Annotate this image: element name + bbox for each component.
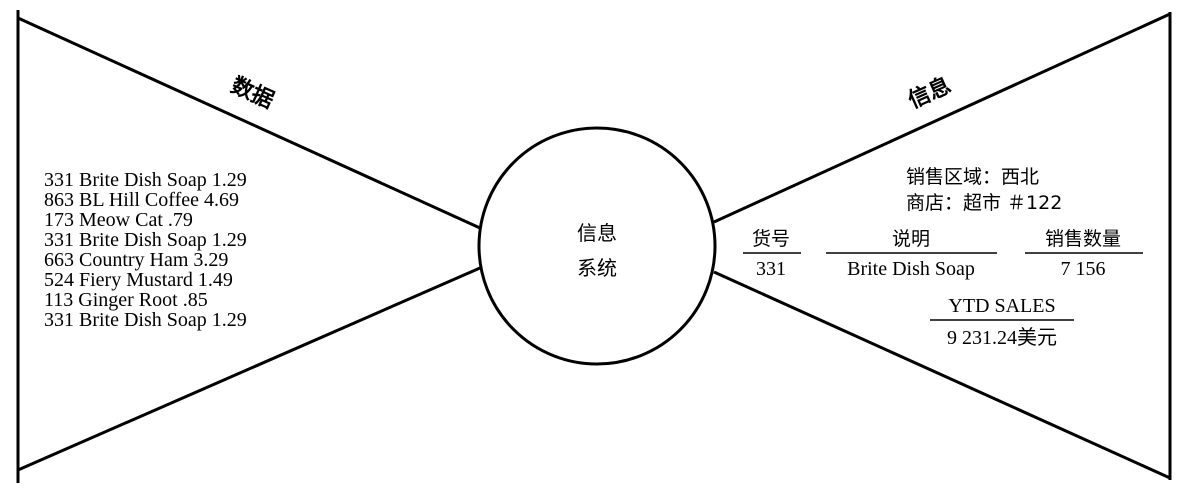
sales-region: 销售区域：西北 (906, 166, 1039, 188)
data-record: 863 BL Hill Coffee 4.69 (44, 189, 239, 211)
data-label: 数据 (227, 72, 278, 114)
ytd-sales-value: 9 231.24美元 (947, 326, 1057, 349)
description-value: Brite Dish Soap (847, 258, 975, 280)
description-header: 说明 (892, 228, 930, 250)
item-no-header: 货号 (752, 228, 790, 250)
units-sold-header: 销售数量 (1045, 228, 1121, 250)
data-record: 331 Brite Dish Soap 1.29 (44, 309, 247, 331)
center-label-line1: 信息 (577, 221, 617, 245)
information-label: 信息 (904, 72, 955, 114)
data-record: 663 Country Ham 3.29 (44, 249, 228, 271)
right-wing-lower-edge (713, 270, 1171, 480)
ytd-sales-header: YTD SALES (948, 295, 1055, 317)
data-record: 113 Ginger Root .85 (44, 289, 208, 311)
information-report: 销售区域：西北 商店：超市 ＃122 货号 331 说明 Brite Dish … (743, 166, 1143, 349)
item-no-value: 331 (756, 258, 786, 280)
data-record: 524 Fiery Mustard 1.49 (44, 269, 233, 291)
data-records: 331 Brite Dish Soap 1.29 863 BL Hill Cof… (44, 169, 247, 331)
store-name: 商店：超市 ＃122 (906, 192, 1062, 214)
data-record: 173 Meow Cat .79 (44, 209, 193, 231)
data-record: 331 Brite Dish Soap 1.29 (44, 229, 247, 251)
information-system-circle (477, 126, 717, 366)
data-record: 331 Brite Dish Soap 1.29 (44, 169, 247, 191)
units-sold-value: 7 156 (1061, 258, 1106, 280)
right-wing-upper-edge (713, 12, 1171, 224)
center-label-line2: 系统 (577, 256, 617, 280)
